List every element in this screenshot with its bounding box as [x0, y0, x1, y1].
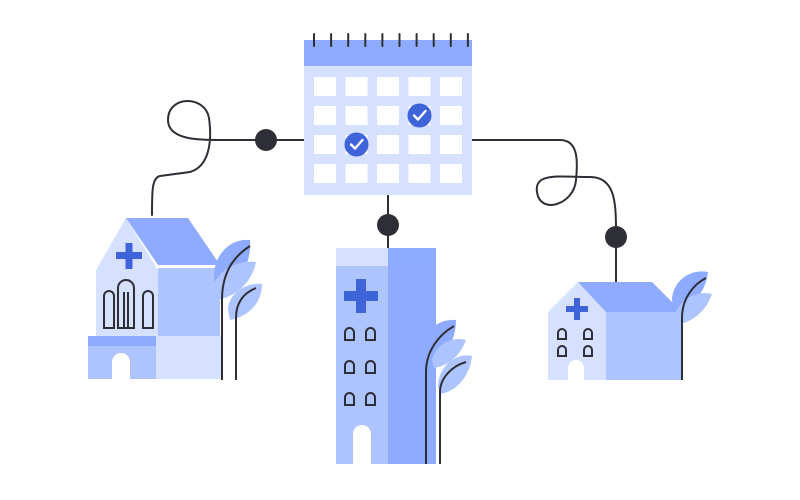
window [344, 392, 355, 406]
calendar-day-cell [377, 135, 399, 154]
window [583, 328, 593, 340]
window [365, 360, 376, 374]
window [557, 345, 567, 357]
calendar-day-cell [314, 135, 336, 154]
connector-line-left [151, 100, 305, 216]
medical-cross-icon [566, 298, 588, 320]
calendar-day-cell [377, 77, 399, 96]
calendar-day-cell [314, 106, 336, 125]
window [344, 327, 355, 341]
church-hospital-building [88, 218, 222, 379]
connector-line-right [471, 139, 617, 283]
arched-windows [103, 279, 154, 329]
annex-side-wall [156, 336, 222, 379]
building-door [568, 360, 584, 380]
calendar-day-cell [314, 77, 336, 96]
check-icon [344, 132, 369, 157]
building-door [353, 425, 371, 464]
calendar-day-cell [345, 106, 368, 125]
plant-leaf-icon [672, 271, 712, 380]
clinic-roof [578, 282, 682, 312]
tower-windows [344, 327, 376, 406]
calendar-day-cell [377, 106, 399, 125]
calendar-day-cell [408, 164, 431, 183]
calendar-day-cell [440, 135, 462, 154]
calendar-binding-rings [313, 33, 469, 47]
calendar-day-cell [314, 164, 336, 183]
building-roof [126, 218, 220, 265]
window [344, 360, 355, 374]
small-clinic-building [548, 282, 682, 380]
window [557, 328, 567, 340]
annex-roof [88, 336, 158, 348]
calendar-header [304, 40, 472, 66]
window [583, 345, 593, 357]
plant-leaf-icon [420, 319, 472, 464]
calendar-day-cell [377, 164, 399, 183]
building-door [112, 353, 130, 379]
calendar-day-cell [408, 77, 431, 96]
calendar-icon [304, 33, 472, 195]
clinic-windows [557, 328, 593, 357]
calendar-day-cell [408, 135, 431, 154]
medical-cross-icon [116, 243, 142, 269]
check-icon [407, 103, 432, 128]
tower-top-band [336, 248, 388, 266]
calendar-day-cell [345, 77, 368, 96]
calendar-checked-days [344, 103, 432, 157]
calendar-day-cell [440, 164, 462, 183]
tower-top-band-side [388, 248, 436, 266]
connector-node-icon [255, 129, 277, 151]
calendar-day-cell [345, 164, 368, 183]
plant-leaf-icon [212, 239, 262, 380]
medical-cross-icon [344, 279, 378, 313]
clinic-side-wall [604, 310, 682, 380]
connector-node-icon [377, 214, 399, 236]
window [365, 327, 376, 341]
calendar-day-cell [440, 77, 462, 96]
window [365, 392, 376, 406]
calendar-day-cell [440, 106, 462, 125]
connector-node-icon [605, 226, 627, 248]
